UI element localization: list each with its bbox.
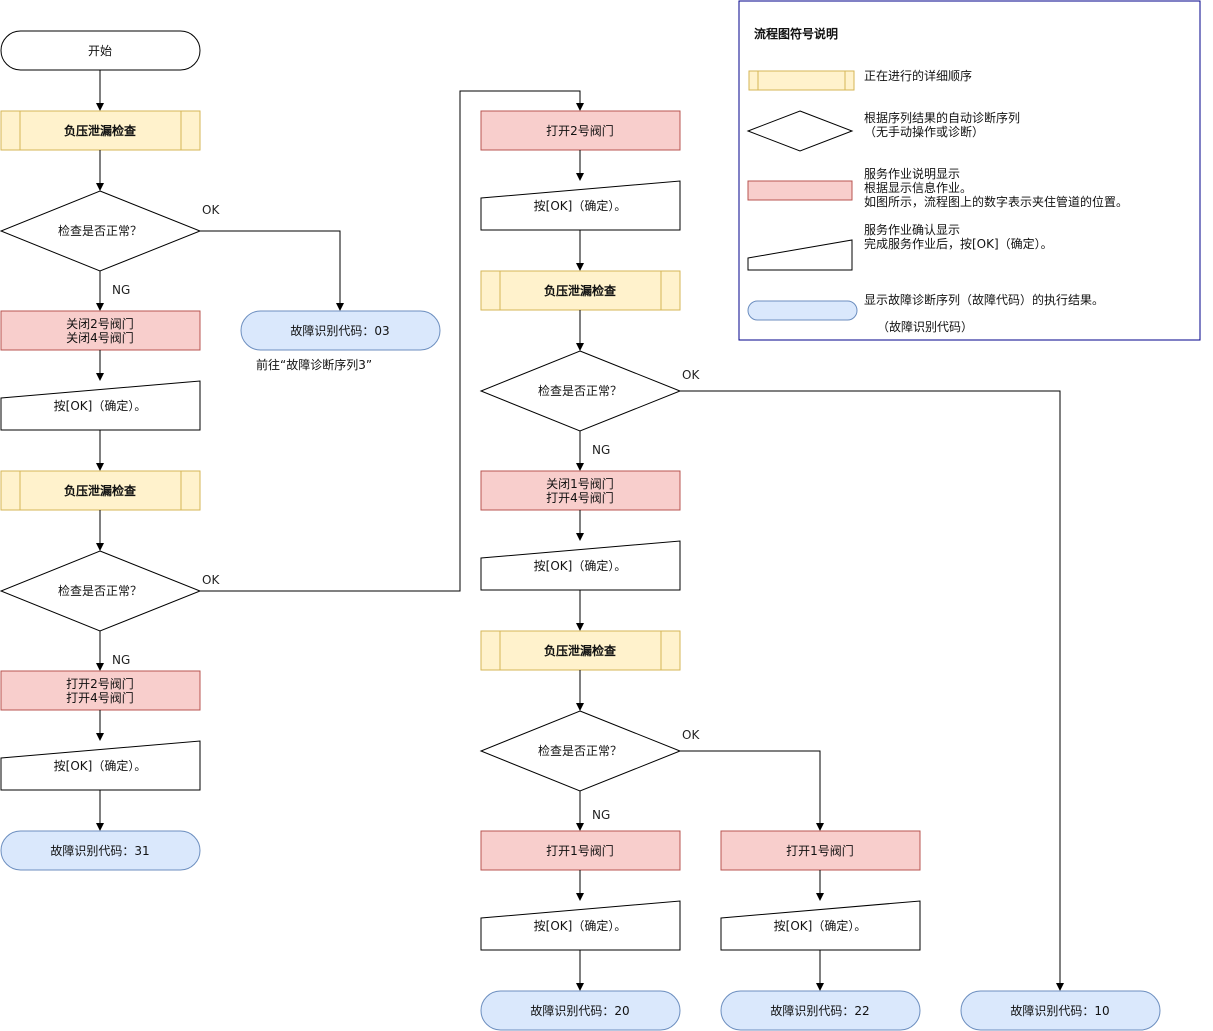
action-open-valve-1-ok: 打开1号阀门 — [720, 830, 921, 871]
svg-text:负压泄漏检查: 负压泄漏检查 — [544, 643, 617, 658]
svg-text:按[OK]（确定）。: 按[OK]（确定）。 — [774, 918, 867, 933]
legend-item-process: 正在进行的详细顺序 — [864, 68, 972, 83]
confirm-ok-1: 按[OK]（确定）。 — [0, 380, 201, 431]
legend-item-result-1: 显示故障诊断序列（故障代码）的执行结果。 — [864, 292, 1104, 307]
svg-text:按[OK]（确定）。: 按[OK]（确定）。 — [534, 558, 627, 573]
edge-ok — [680, 750, 824, 831]
svg-text:开始: 开始 — [88, 44, 112, 58]
legend-item-decision-1: 根据序列结果的自动诊断序列 — [864, 110, 1020, 125]
edge-ok — [200, 230, 344, 311]
svg-text:关闭4号阀门: 关闭4号阀门 — [66, 330, 134, 345]
legend-symbol-result — [747, 300, 858, 321]
svg-text:按[OK]（确定）。: 按[OK]（确定）。 — [534, 918, 627, 933]
legend-title: 流程图符号说明 — [754, 26, 838, 41]
svg-text:负压泄漏检查: 负压泄漏检查 — [64, 123, 137, 138]
action-open-valve-2: 打开2号阀门 — [480, 110, 681, 151]
legend-symbol-action — [747, 180, 853, 201]
result-code-10: 故障识别代码：10 — [960, 990, 1161, 1031]
confirm-ok-4: 按[OK]（确定）。 — [480, 540, 681, 591]
ng-label: NG — [592, 443, 610, 457]
legend-item-action-2: 根据显示信息作业。 — [864, 180, 972, 195]
leak-check-process-3: 负压泄漏检查 — [480, 270, 681, 311]
svg-text:故障识别代码：10: 故障识别代码：10 — [1010, 1003, 1109, 1018]
ng-label: NG — [112, 653, 130, 667]
ok-label: OK — [202, 203, 220, 217]
svg-text:打开1号阀门: 打开1号阀门 — [546, 843, 614, 858]
svg-text:故障识别代码：31: 故障识别代码：31 — [50, 843, 149, 858]
ng-label: NG — [112, 283, 130, 297]
action-close-valves-2-4: 关闭2号阀门 关闭4号阀门 — [0, 310, 201, 351]
confirm-ok-2: 按[OK]（确定）。 — [0, 740, 201, 791]
decision-3: 检查是否正常？ — [479, 350, 682, 432]
legend-item-action-1: 服务作业说明显示 — [864, 166, 960, 181]
legend-item-action-3: 如图所示，流程图上的数字表示夹住管道的位置。 — [864, 194, 1128, 209]
legend: 流程图符号说明 正在进行的详细顺序 根据序列结果的自动诊断序列 （无手动操作或诊… — [738, 0, 1201, 341]
ok-label: OK — [682, 368, 700, 382]
svg-text:故障识别代码：03: 故障识别代码：03 — [290, 323, 389, 338]
legend-symbol-confirm — [747, 239, 853, 271]
action-close-1-open-4: 关闭1号阀门 打开4号阀门 — [480, 470, 681, 511]
svg-text:按[OK]（确定）。: 按[OK]（确定）。 — [54, 758, 147, 773]
svg-text:打开4号阀门: 打开4号阀门 — [546, 490, 614, 505]
legend-symbol-decision — [746, 110, 854, 152]
result-code-31: 故障识别代码：31 — [0, 830, 201, 871]
svg-text:打开2号阀门: 打开2号阀门 — [546, 123, 614, 138]
svg-text:负压泄漏检查: 负压泄漏检查 — [544, 283, 617, 298]
legend-item-decision-2: （无手动操作或诊断） — [864, 124, 984, 139]
legend-item-confirm-1: 服务作业确认显示 — [864, 222, 960, 237]
goto-sequence-3-note: 前往“故障诊断序列3” — [256, 357, 372, 372]
svg-text:打开1号阀门: 打开1号阀门 — [786, 843, 854, 858]
leak-check-process-2: 负压泄漏检查 — [0, 470, 201, 511]
svg-text:关闭1号阀门: 关闭1号阀门 — [546, 476, 614, 491]
action-open-valve-1-ng: 打开1号阀门 — [480, 830, 681, 871]
edge-ok — [200, 90, 584, 592]
edge-ok — [680, 390, 1064, 991]
legend-item-result-2: （故障识别代码） — [877, 319, 973, 334]
confirm-ok-3: 按[OK]（确定）。 — [480, 180, 681, 231]
ng-label: NG — [592, 808, 610, 822]
ok-label: OK — [202, 573, 220, 587]
svg-text:打开4号阀门: 打开4号阀门 — [66, 690, 134, 705]
confirm-ok-6: 按[OK]（确定）。 — [720, 900, 921, 951]
svg-text:故障识别代码：22: 故障识别代码：22 — [770, 1003, 869, 1018]
start-node: 开始 — [0, 30, 201, 71]
result-code-03: 故障识别代码：03 — [240, 310, 441, 351]
legend-item-confirm-2: 完成服务作业后，按[OK]（确定）。 — [864, 236, 1053, 251]
result-code-20: 故障识别代码：20 — [480, 990, 681, 1031]
legend-frame — [738, 0, 1201, 341]
svg-text:检查是否正常？: 检查是否正常？ — [538, 383, 622, 398]
svg-text:按[OK]（确定）。: 按[OK]（确定）。 — [54, 398, 147, 413]
svg-text:检查是否正常？: 检查是否正常？ — [58, 583, 142, 598]
leak-check-process-1: 负压泄漏检查 — [0, 110, 201, 151]
action-open-valves-2-4: 打开2号阀门 打开4号阀门 — [0, 670, 201, 711]
legend-symbol-process — [748, 70, 855, 91]
decision-1: 检查是否正常？ — [0, 190, 202, 272]
ok-label: OK — [682, 728, 700, 742]
svg-text:故障识别代码：20: 故障识别代码：20 — [530, 1003, 629, 1018]
svg-text:检查是否正常？: 检查是否正常？ — [538, 743, 622, 758]
svg-text:按[OK]（确定）。: 按[OK]（确定）。 — [534, 198, 627, 213]
leak-check-process-4: 负压泄漏检查 — [480, 630, 681, 671]
svg-text:负压泄漏检查: 负压泄漏检查 — [64, 483, 137, 498]
svg-text:关闭2号阀门: 关闭2号阀门 — [66, 316, 134, 331]
svg-text:打开2号阀门: 打开2号阀门 — [66, 676, 134, 691]
svg-text:检查是否正常？: 检查是否正常？ — [58, 223, 142, 238]
decision-2: 检查是否正常？ — [0, 550, 202, 632]
decision-4: 检查是否正常？ — [479, 710, 682, 792]
confirm-ok-5: 按[OK]（确定）。 — [480, 900, 681, 951]
result-code-22: 故障识别代码：22 — [720, 990, 921, 1031]
